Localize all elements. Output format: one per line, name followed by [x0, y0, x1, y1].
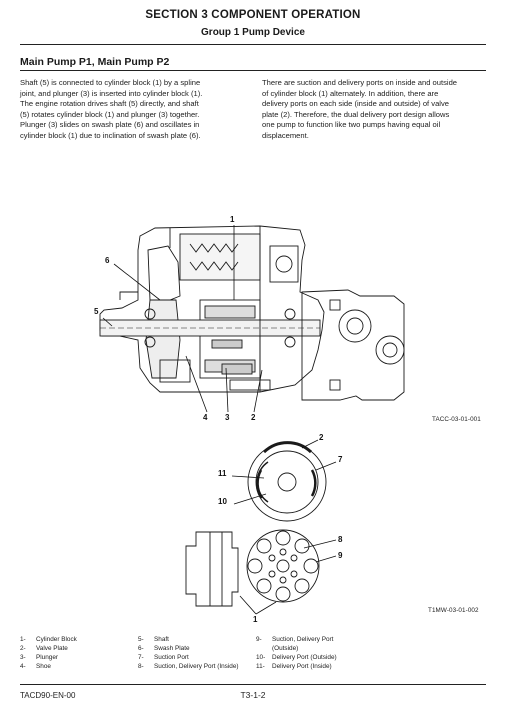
paragraph-line: Plunger (3) slides on swash plate (6) an… [20, 120, 200, 130]
callout-suction-port: 7 [338, 455, 343, 464]
legend-num: 2- [20, 645, 26, 652]
group-title: Group 1 Pump Device [201, 27, 305, 38]
footer-doc-code: TACD90-EN-00 [20, 691, 76, 700]
paragraph-line: Shaft (5) is connected to cylinder block… [20, 78, 201, 87]
callout-delivery-port-outside: 10 [218, 497, 227, 506]
paragraph-line: The engine rotation drives shaft (5) dir… [20, 99, 199, 109]
header-rule [20, 44, 486, 45]
legend-label: Suction Port [154, 654, 189, 661]
legend-label: Valve Plate [36, 645, 68, 652]
figure-code: TACC-03-01-001 [432, 416, 481, 423]
callout-valve-plate: 2 [251, 413, 256, 422]
footer-rule [20, 684, 486, 685]
legend-label: Shaft [154, 636, 169, 643]
legend-num: 6- [138, 645, 144, 652]
callout-delivery-port-inside: 11 [218, 469, 227, 478]
paragraph-line: (5) rotates cylinder block (1) and plung… [20, 109, 200, 119]
callout-shoe: 4 [203, 413, 208, 422]
legend-num: 1- [20, 636, 26, 643]
legend-item: 9- Suction, Delivery Port [256, 636, 333, 643]
paragraph-line: joint, and plunger (3) is inserted into … [20, 88, 203, 98]
legend-item: 1- Cylinder Block [20, 636, 77, 643]
section-title: SECTION 3 COMPONENT OPERATION [145, 9, 361, 21]
legend-label: Suction, Delivery Port [272, 636, 334, 643]
callout-swash-plate: 6 [105, 256, 110, 265]
legend-label: Swash Plate [154, 645, 190, 652]
paragraph-line: displacement. [262, 130, 309, 140]
legend-num: 3- [20, 654, 26, 661]
legend-num: 9- [256, 636, 262, 643]
paragraph-line: one pump to function like two pumps havi… [262, 120, 441, 130]
callout-cylinder-block: 1 [230, 215, 235, 224]
legend-num: 10- [256, 654, 266, 661]
legend-num: 8- [138, 663, 144, 670]
legend-item: 11- Delivery Port (Inside) [256, 663, 332, 670]
legend-item: 6- Swash Plate [138, 645, 190, 652]
legend-num: 7- [138, 654, 144, 661]
legend-item: 8- Suction, Delivery Port (Inside) [138, 663, 239, 670]
legend-item: (Outside) [256, 645, 298, 652]
paragraph-left: Shaft (5) is connected to cylinder block… [20, 78, 252, 142]
callout-shaft: 5 [94, 307, 99, 316]
legend-label: (Outside) [272, 645, 299, 652]
legend-label: Suction, Delivery Port (Inside) [154, 663, 239, 670]
callout-cylinder-block: 1 [253, 615, 258, 624]
callout-plunger: 3 [225, 413, 230, 422]
sub-heading: Main Pump P1, Main Pump P2 [20, 56, 170, 68]
paragraph-line: There are suction and delivery ports on … [262, 78, 458, 87]
paragraph-line: plate (2). Therefore, the dual delivery … [262, 109, 450, 119]
legend-label: Delivery Port (Inside) [272, 663, 332, 670]
legend-num: 4- [20, 663, 26, 670]
legend-label: Cylinder Block [36, 636, 77, 643]
legend-num: 11- [256, 663, 265, 670]
figure-code: T1MW-03-01-002 [428, 607, 479, 614]
callout-suction-delivery-outside: 9 [338, 551, 343, 560]
callout-suction-delivery-inside: 8 [338, 535, 343, 544]
legend-num: 5- [138, 636, 144, 643]
legend-label: Delivery Port (Outside) [272, 654, 337, 661]
legend-item: 4- Shoe [20, 663, 51, 670]
legend-item: 2- Valve Plate [20, 645, 68, 652]
paragraph-line: cylinder block (1) due to inclination of… [20, 130, 201, 140]
footer-page-number: T3-1-2 [240, 690, 266, 700]
legend-item: 7- Suction Port [138, 654, 189, 661]
legend-item: 10- Delivery Port (Outside) [256, 654, 337, 661]
legend-item: 5- Shaft [138, 636, 169, 643]
legend-label: Shoe [36, 663, 51, 670]
sub-heading-rule [20, 70, 486, 71]
legend-item: 3- Plunger [20, 654, 58, 661]
paragraph-line: of cylinder block (1) alternately. In ad… [262, 88, 439, 98]
paragraph-line: delivery ports on each side (inside and … [262, 99, 449, 109]
paragraph-right: There are suction and delivery ports on … [262, 78, 488, 142]
legend-label: Plunger [36, 654, 59, 661]
callout-valve-plate: 2 [319, 433, 324, 442]
